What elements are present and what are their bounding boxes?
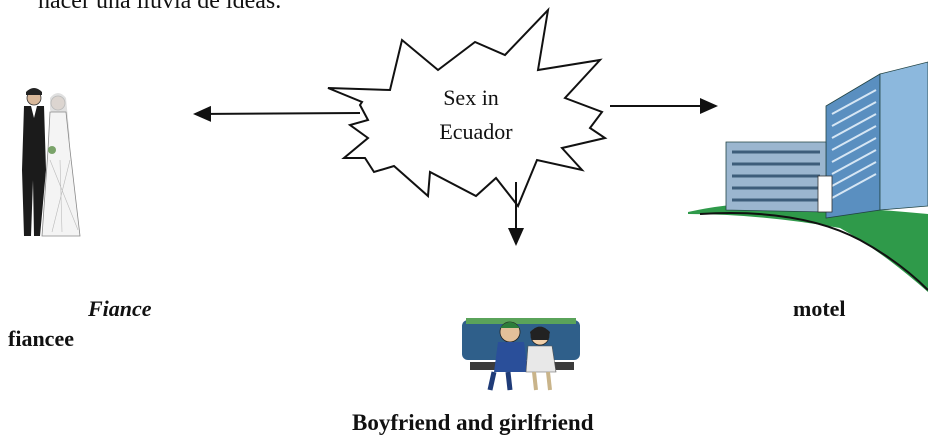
label-fiancee: fiancee: [8, 326, 74, 351]
label-fiance: Fiance: [88, 296, 152, 321]
wedding-couple-image: [22, 88, 81, 237]
arrow-left: [193, 105, 361, 122]
label-motel: motel: [793, 296, 846, 321]
center-label-line2: Ecuador: [439, 119, 513, 144]
couple-on-bench-image: [462, 318, 580, 391]
motel-building-image: [688, 61, 928, 292]
center-label-line1: Sex in: [443, 85, 499, 110]
header-text: hacer una lluvia de ideas.: [38, 0, 282, 14]
starburst-shape: [327, 6, 608, 208]
label-boyfriend-girlfriend: Boyfriend and girlfriend: [352, 410, 594, 435]
